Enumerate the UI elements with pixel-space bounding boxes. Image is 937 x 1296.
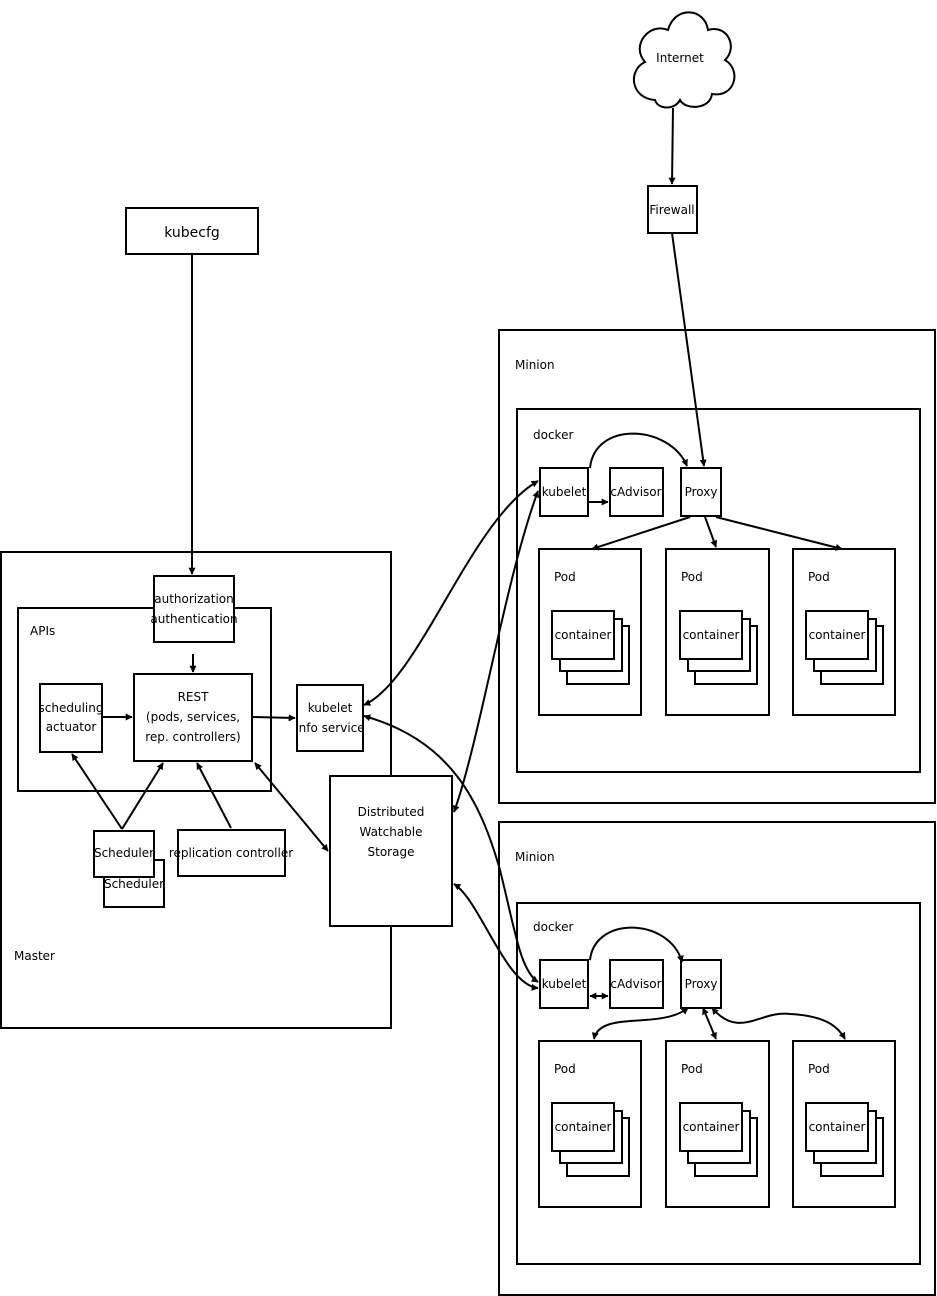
storage-label-2: Watchable xyxy=(359,825,422,839)
proxy-box-2 xyxy=(680,959,722,1009)
arrow-rest-kubelet-info xyxy=(251,714,296,722)
pod-2-2: Pod container xyxy=(665,1040,770,1208)
rest-box xyxy=(133,673,253,762)
kubelet-box-1 xyxy=(539,467,589,517)
rest-label-3: rep. controllers) xyxy=(145,730,240,744)
storage-label-3: Storage xyxy=(368,845,415,859)
kubelet-info-label-1: kubelet xyxy=(308,701,353,715)
container-label: container xyxy=(683,1120,740,1134)
rest-label-2: (pods, services, xyxy=(146,710,240,724)
arrow-rest-storage xyxy=(254,762,329,852)
firewall-label: Firewall xyxy=(649,203,694,217)
minion-node-2: Minion docker kubelet cAdvisor Proxy Pod… xyxy=(498,821,936,1296)
internet-cloud: Internet xyxy=(632,11,736,109)
pod-label: Pod xyxy=(808,1062,830,1076)
proxy-2-label: Proxy xyxy=(685,977,718,991)
scheduling-actuator-label-1: scheduling xyxy=(39,701,104,715)
cadvisor-2-label: cAdvisor xyxy=(610,977,661,991)
master-node: Master APIs authorization authentication… xyxy=(0,551,453,1029)
arrow-kubelet-proxy-1 xyxy=(589,432,688,469)
apis-label: APIs xyxy=(30,624,55,638)
docker-2-label: docker xyxy=(533,920,573,934)
container-label: container xyxy=(555,628,612,642)
arrow-proxy-pod-1-2 xyxy=(704,516,718,548)
arrow-scheduler-rest xyxy=(121,762,164,830)
container-label: container xyxy=(809,1120,866,1134)
pod-1-2: Pod container xyxy=(665,548,770,716)
kubelet-2-label: kubelet xyxy=(542,977,587,991)
proxy-1-label: Proxy xyxy=(685,485,718,499)
auth-label-2: authentication xyxy=(150,612,237,626)
storage-label-1: Distributed xyxy=(358,805,425,819)
arrow-proxy-pod-1-1 xyxy=(591,516,691,551)
scheduler-back-label: Scheduler xyxy=(104,877,164,891)
arrow-proxy-pod-2-1 xyxy=(591,1007,689,1040)
arrow-firewall-proxy xyxy=(671,232,707,467)
pod-label: Pod xyxy=(554,570,576,584)
cadvisor-box-1 xyxy=(609,467,664,517)
scheduling-actuator-box xyxy=(39,683,103,753)
container-label: container xyxy=(683,628,740,642)
minion-2-label: Minion xyxy=(515,850,555,864)
scheduler-label: Scheduler xyxy=(94,846,154,860)
kubelet-info-label-2: info service xyxy=(295,721,364,735)
pod-label: Pod xyxy=(808,570,830,584)
container-label: container xyxy=(809,628,866,642)
kubecfg-box: kubecfg xyxy=(125,207,259,255)
firewall-box: Firewall xyxy=(647,185,698,234)
master-label: Master xyxy=(14,949,55,963)
pod-1-3: Pod container xyxy=(792,548,896,716)
arrow-kubelet-proxy-2 xyxy=(589,926,684,963)
pod-label: Pod xyxy=(554,1062,576,1076)
pod-2-1: Pod container xyxy=(538,1040,642,1208)
scheduler-box xyxy=(93,830,155,878)
scheduling-actuator-label-2: actuator xyxy=(46,720,97,734)
arrow-proxy-pod-2-3 xyxy=(711,1007,846,1040)
internet-label: Internet xyxy=(656,51,704,65)
container-label: container xyxy=(555,1120,612,1134)
arrow-replication-rest xyxy=(196,762,232,829)
rest-label-1: REST xyxy=(178,690,210,704)
pod-label: Pod xyxy=(681,1062,703,1076)
arrow-storage-kubelet-2 xyxy=(453,883,539,991)
connectors xyxy=(71,107,846,1040)
arrow-scheduler-actuator xyxy=(71,753,123,830)
arrow-internet-firewall xyxy=(668,107,676,185)
cadvisor-1-label: cAdvisor xyxy=(610,485,661,499)
auth-label-1: authorization xyxy=(154,592,234,606)
pod-2-3: Pod container xyxy=(792,1040,896,1208)
kubelet-box-2 xyxy=(539,959,589,1009)
cadvisor-box-2 xyxy=(609,959,664,1009)
minion-node-1: Minion docker kubelet cAdvisor Proxy Pod… xyxy=(498,329,936,804)
replication-controller-label: replication controller xyxy=(169,846,293,860)
arrow-storage-kubelet-1 xyxy=(452,490,540,813)
docker-1-label: docker xyxy=(533,428,573,442)
pod-1-1: Pod container xyxy=(538,548,642,716)
pod-label: Pod xyxy=(681,570,703,584)
kubelet-1-label: kubelet xyxy=(542,485,587,499)
kubelet-info-service-box xyxy=(296,684,364,752)
arrow-proxy-pod-1-3 xyxy=(715,516,843,551)
proxy-box-1 xyxy=(680,467,722,517)
kubecfg-label: kubecfg xyxy=(164,225,220,241)
auth-box xyxy=(153,575,235,643)
minion-1-label: Minion xyxy=(515,358,555,372)
